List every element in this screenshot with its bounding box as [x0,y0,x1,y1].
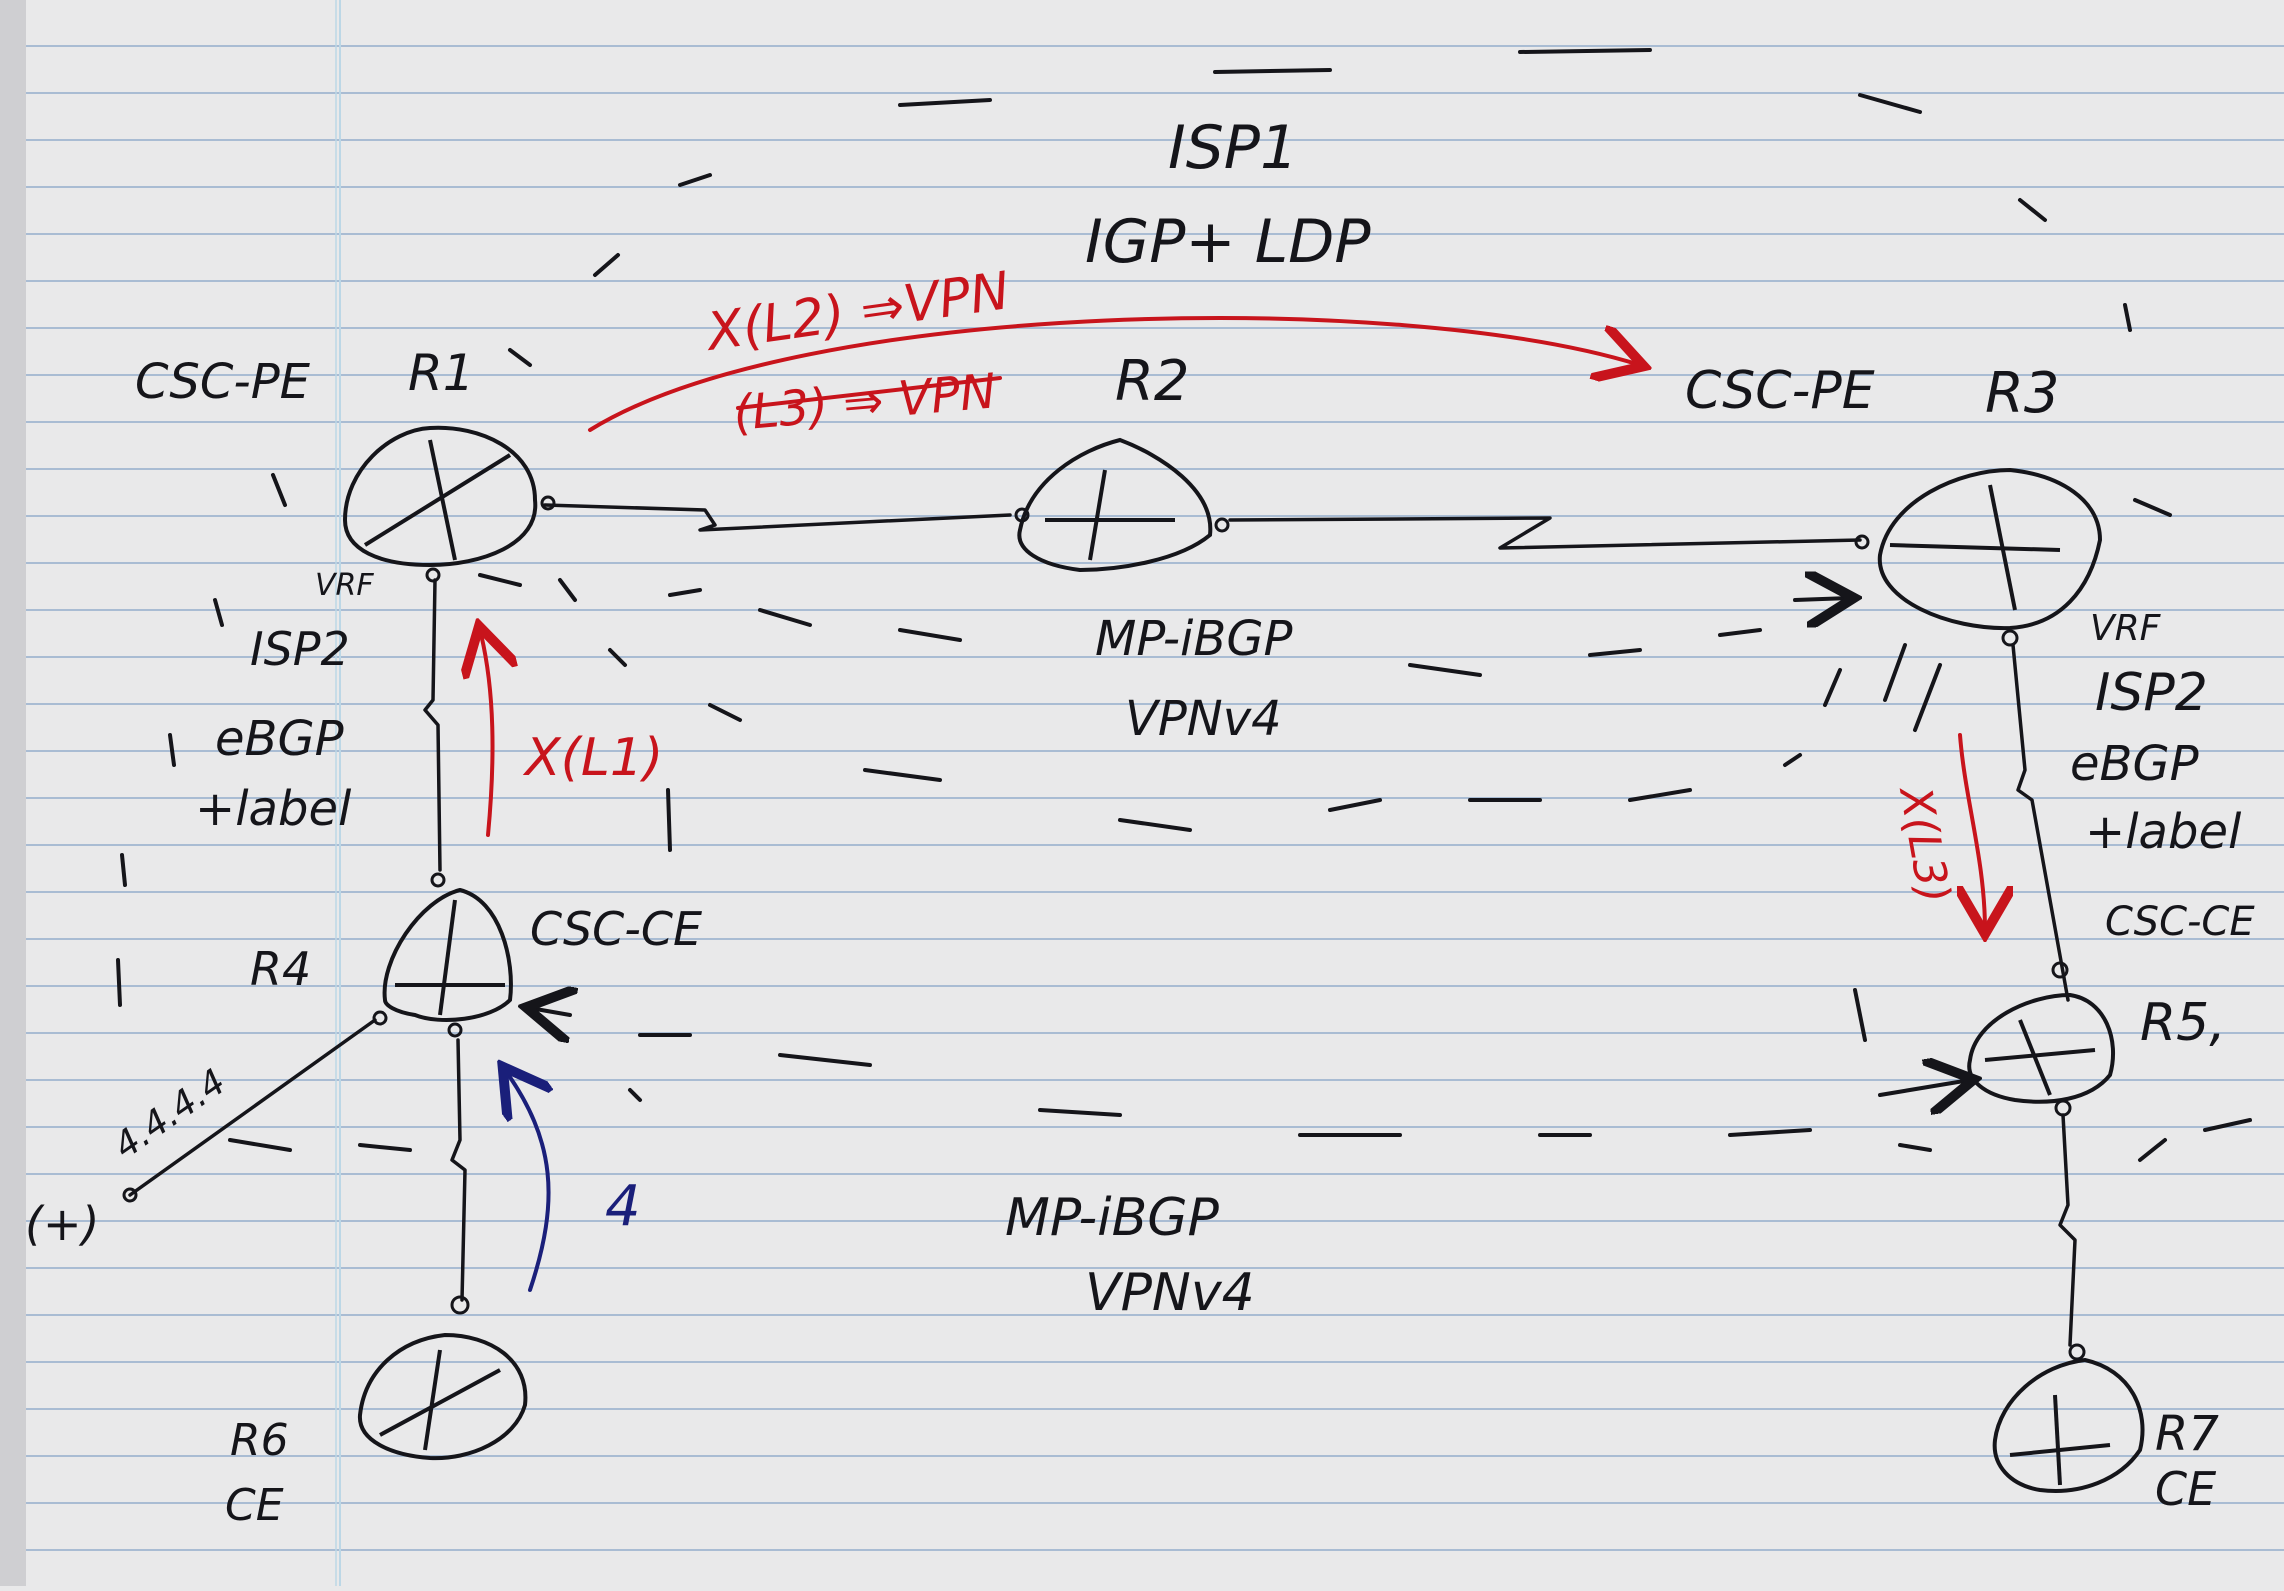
r6-label: R6 [230,1415,289,1466]
router-icon [1992,1357,2145,1493]
r3-label: R3 [1985,361,2060,426]
r4-label: R4 [250,942,311,996]
x-l1-label: X(L1) [522,728,663,788]
router-icon [1877,467,2103,631]
router-r4[interactable] [382,887,513,1022]
blue-4-label: 4 [605,1174,641,1239]
isp2-right-label: ISP2 [2095,663,2208,723]
label-right-label: +label [2085,804,2242,860]
csc-ce-right-label: CSC-CE [2105,899,2255,945]
link-r3-r5 [2011,643,2070,1002]
vpnv4-top-label: VPNv4 [1125,691,1282,747]
vpnv4-bottom-label: VPNv4 [1085,1263,1255,1323]
r1-label: R1 [408,344,475,402]
red-annotations [480,316,1985,930]
mp-ibgp-bottom-path [228,788,2252,1162]
r2-label: R2 [1115,349,1190,414]
csc-pe-left-label: CSC-PE [135,354,311,410]
router-r5[interactable] [1967,992,2116,1104]
router-r6[interactable] [357,1332,528,1461]
link-r5-r7 [2058,1113,2077,1347]
red-strikethrough [736,376,1002,410]
isp1-label: ISP1 [1168,113,1298,183]
r5-label: R5, [2140,993,2226,1053]
ebgp-right-label: eBGP [2070,736,2199,792]
link-loopback [128,1018,377,1197]
router-icon [1967,992,2116,1104]
router-icon [1017,437,1213,573]
red-arrow-l2-vpn [588,316,1640,432]
vrf-right-label: VRF [2090,608,2162,649]
router-r3[interactable] [1877,467,2103,631]
label-left-label: +label [195,781,352,837]
r7-label: R7 [2155,1406,2219,1462]
igp-ldp-label: IGP+ LDP [1085,207,1371,277]
router-r7[interactable] [1992,1357,2145,1493]
plus-label: (+) [25,1197,99,1251]
isp1-boundary [116,48,2172,1007]
ebgp-left-label: eBGP [215,711,344,767]
ce-right-label: CE [2155,1462,2216,1516]
mp-ibgp-top-label: MP-iBGP [1095,611,1293,667]
router-icon [342,425,538,568]
router-r1[interactable] [342,425,538,568]
red-arrow-l3 [1960,733,1985,930]
link-r1-r4 [423,578,442,872]
page-edge [0,0,26,1586]
csc-pe-right-label: CSC-PE [1685,361,1875,421]
links [128,503,2077,1347]
router-icon [357,1332,528,1461]
csc-ce-left-label: CSC-CE [530,902,702,956]
mp-ibgp-bottom-label: MP-iBGP [1005,1188,1220,1248]
link-r2-r3 [1228,516,1862,550]
black-arrows [530,598,1970,1095]
ce-left-label: CE [225,1480,284,1531]
router-r2[interactable] [1017,437,1213,573]
isp2-left-label: ISP2 [250,622,350,676]
blue-arrow [505,1070,549,1292]
link-r4-r6 [450,1038,467,1302]
interface-dots [122,495,2086,1361]
vrf-left-label: VRF [315,568,374,603]
router-icon [382,887,513,1022]
red-arrow-l1 [480,630,493,837]
mp-ibgp-top-path [478,573,1942,832]
link-r1-r2 [543,503,1012,532]
